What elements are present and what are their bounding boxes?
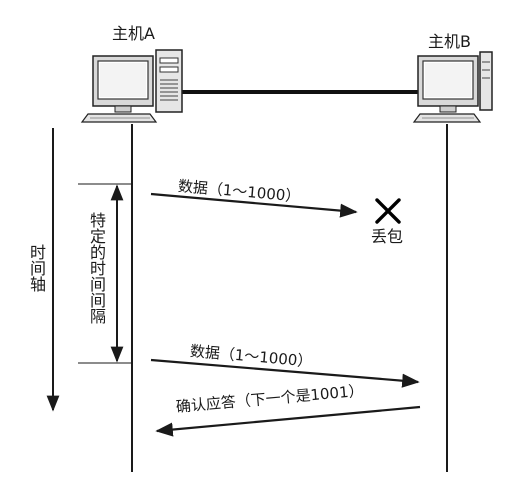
retransmit-data-arrow [150, 358, 420, 388]
first-data-arrow [150, 192, 358, 218]
host-b-computer-icon [412, 51, 493, 123]
interval-label: 特定的时间间隔 [87, 212, 106, 324]
time-axis-label: 时间轴 [27, 244, 46, 292]
host-a-computer-icon [80, 49, 183, 123]
lost-packet-label: 丢包 [371, 227, 404, 246]
packet-lost-icon [375, 198, 401, 224]
host-a-label: 主机A [112, 24, 155, 43]
ack-arrow [155, 405, 421, 437]
host-b-label: 主机B [428, 32, 471, 51]
